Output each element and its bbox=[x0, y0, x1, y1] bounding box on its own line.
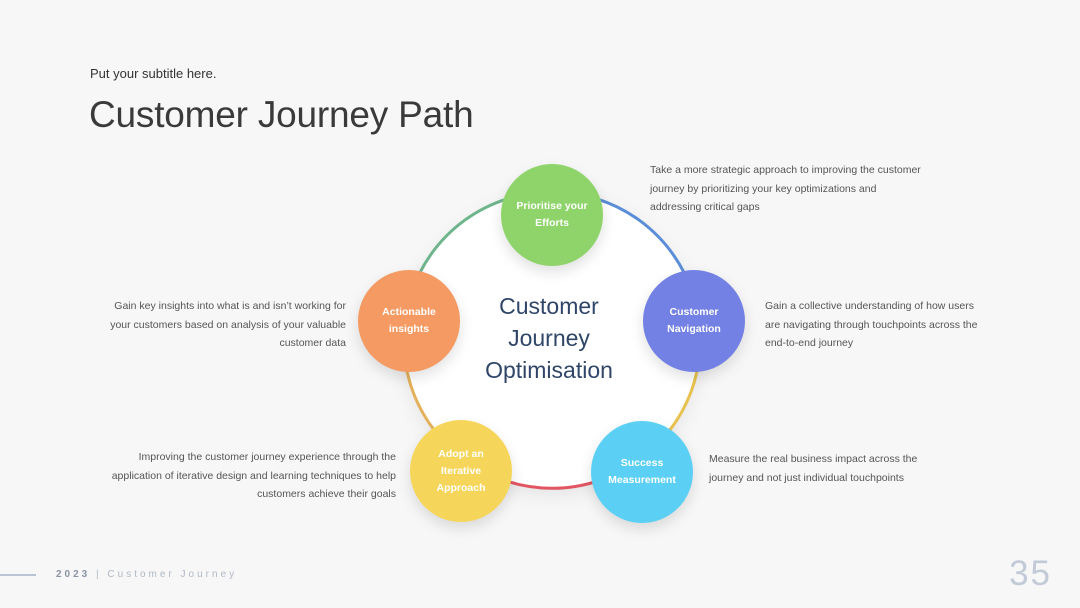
footer-divider bbox=[0, 574, 36, 576]
description-insights: Gain key insights into what is and isn’t… bbox=[110, 297, 346, 353]
description-measurement: Measure the real business impact across … bbox=[709, 450, 917, 487]
description-line: journey by prioritizing your key optimiz… bbox=[650, 182, 877, 195]
node-label-line: Customer bbox=[669, 306, 719, 318]
footer-label: Customer Journey bbox=[107, 569, 238, 580]
description-navigation: Gain a collective understanding of how u… bbox=[765, 297, 977, 353]
node-label-line: Prioritise your bbox=[516, 200, 588, 212]
description-line: application of iterative design and lear… bbox=[111, 469, 396, 482]
node-adopt-an-iterative-approach: Adopt an Iterative Approach bbox=[410, 420, 512, 522]
center-line-2: Journey bbox=[508, 325, 590, 351]
node-label-line: Adopt an Iterative bbox=[438, 447, 484, 477]
description-line: your customers based on analysis of your… bbox=[110, 318, 346, 331]
node-label-line: Success bbox=[620, 457, 664, 469]
node-label-line: Measurement bbox=[608, 474, 676, 486]
footer-year: 2023 bbox=[56, 569, 91, 580]
description-line: Gain key insights into what is and isn’t… bbox=[114, 300, 346, 312]
node-label-line: Approach bbox=[436, 481, 486, 494]
node-actionable-insights: Actionable insights bbox=[358, 270, 460, 372]
node-success-measurement: Success Measurement bbox=[591, 421, 693, 523]
center-line-1: Customer bbox=[499, 293, 599, 319]
node-label-line: insights bbox=[388, 323, 430, 335]
description-line: customer data bbox=[279, 337, 346, 349]
node-label-line: Efforts bbox=[535, 217, 569, 229]
node-label-line: Actionable bbox=[382, 306, 436, 318]
page-number: 35 bbox=[1009, 554, 1052, 593]
footer: 2023 | Customer Journey bbox=[56, 569, 237, 580]
description-line: end-to-end journey bbox=[765, 337, 854, 349]
description-line: Gain a collective understanding of how u… bbox=[765, 300, 974, 312]
description-prioritise: Take a more strategic approach to improv… bbox=[650, 161, 921, 217]
description-line: Take a more strategic approach to improv… bbox=[650, 164, 921, 176]
footer-separator: | bbox=[96, 569, 102, 580]
node-prioritise-your-efforts: Prioritise your Efforts bbox=[501, 164, 603, 266]
description-line: journey and not just individual touchpoi… bbox=[709, 471, 904, 484]
description-line: customers achieve their goals bbox=[257, 488, 396, 500]
node-label-line: Navigation bbox=[667, 323, 721, 335]
description-line: Measure the real business impact across … bbox=[709, 453, 918, 465]
description-line: Improving the customer journey experienc… bbox=[138, 451, 396, 463]
description-line: addressing critical gaps bbox=[650, 201, 760, 213]
center-circle bbox=[404, 192, 700, 488]
description-iterative: Improving the customer journey experienc… bbox=[112, 448, 396, 504]
center-label: Customer Journey Optimisation bbox=[449, 290, 649, 386]
node-customer-navigation: Customer Navigation bbox=[643, 270, 745, 372]
center-line-3: Optimisation bbox=[485, 357, 613, 383]
subtitle: Put your subtitle here. bbox=[90, 66, 217, 81]
page-title: Customer Journey Path bbox=[89, 94, 474, 135]
description-line: are navigating through touchpoints acros… bbox=[765, 318, 978, 331]
